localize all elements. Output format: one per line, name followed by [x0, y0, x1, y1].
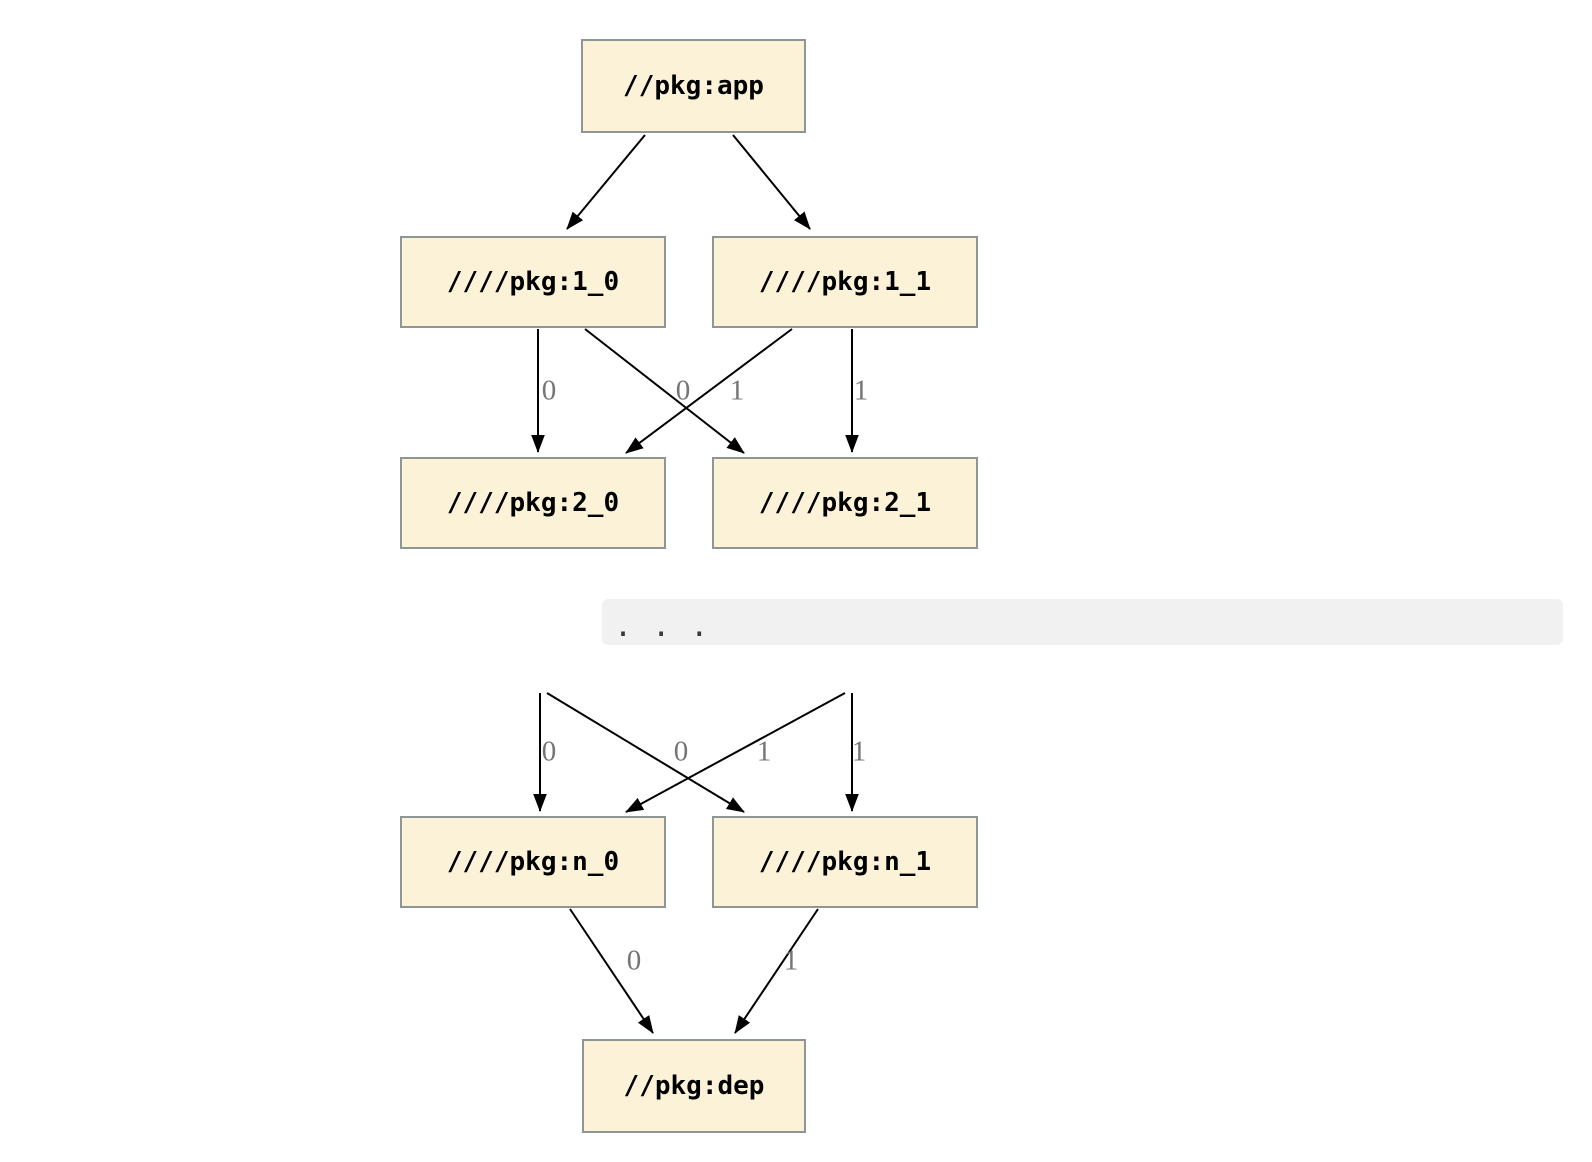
edge-label-1_1-2_1: 1 — [853, 374, 869, 407]
node-label: //pkg:dep — [623, 1071, 765, 1101]
edge-label-ellipsis-n_1-cross: 1 — [756, 735, 772, 768]
edge-app-1_0 — [566, 134, 646, 230]
edge-1_1-2_0 — [625, 328, 793, 454]
node-pkg-1_0: ////pkg:1_0 — [400, 236, 666, 328]
node-label: ////pkg:1_1 — [758, 267, 932, 297]
node-label: ////pkg:2_0 — [446, 488, 620, 518]
edge-label-1_0-2_0: 0 — [541, 374, 557, 407]
edge-ellipsis-n_1-cross — [546, 692, 745, 813]
edge-label-1_1-2_0: 0 — [675, 374, 691, 407]
node-label: ////pkg:n_0 — [446, 847, 620, 877]
node-label: ////pkg:n_1 — [758, 847, 932, 877]
node-pkg-dep: //pkg:dep — [582, 1039, 806, 1133]
edge-n_1-dep — [734, 908, 819, 1034]
ellipsis-dots: . . . — [614, 609, 710, 644]
edge-1_0-2_1 — [584, 328, 745, 454]
node-pkg-1_1: ////pkg:1_1 — [712, 236, 978, 328]
node-pkg-2_1: ////pkg:2_1 — [712, 457, 978, 549]
edge-label-n_1-dep: 1 — [783, 944, 799, 977]
edge-label-n_0-dep: 0 — [626, 944, 642, 977]
edge-ellipsis-n_0-cross — [625, 692, 846, 813]
node-pkg-app: //pkg:app — [581, 39, 806, 133]
edge-label-1_0-2_1: 1 — [729, 374, 745, 407]
edge-app-1_1 — [732, 134, 811, 230]
node-pkg-n_1: ////pkg:n_1 — [712, 816, 978, 908]
edge-label-ellipsis-n_1-straight: 1 — [851, 735, 867, 768]
edge-n_0-dep — [569, 908, 654, 1034]
node-pkg-2_0: ////pkg:2_0 — [400, 457, 666, 549]
node-label: //pkg:app — [623, 71, 764, 101]
edge-label-ellipsis-n_0-straight: 0 — [541, 735, 557, 768]
node-label: ////pkg:1_0 — [446, 267, 620, 297]
edge-label-ellipsis-n_0-cross: 0 — [673, 735, 689, 768]
node-label: ////pkg:2_1 — [758, 488, 932, 518]
ellipsis-band: . . . — [602, 599, 1563, 645]
node-pkg-n_0: ////pkg:n_0 — [400, 816, 666, 908]
